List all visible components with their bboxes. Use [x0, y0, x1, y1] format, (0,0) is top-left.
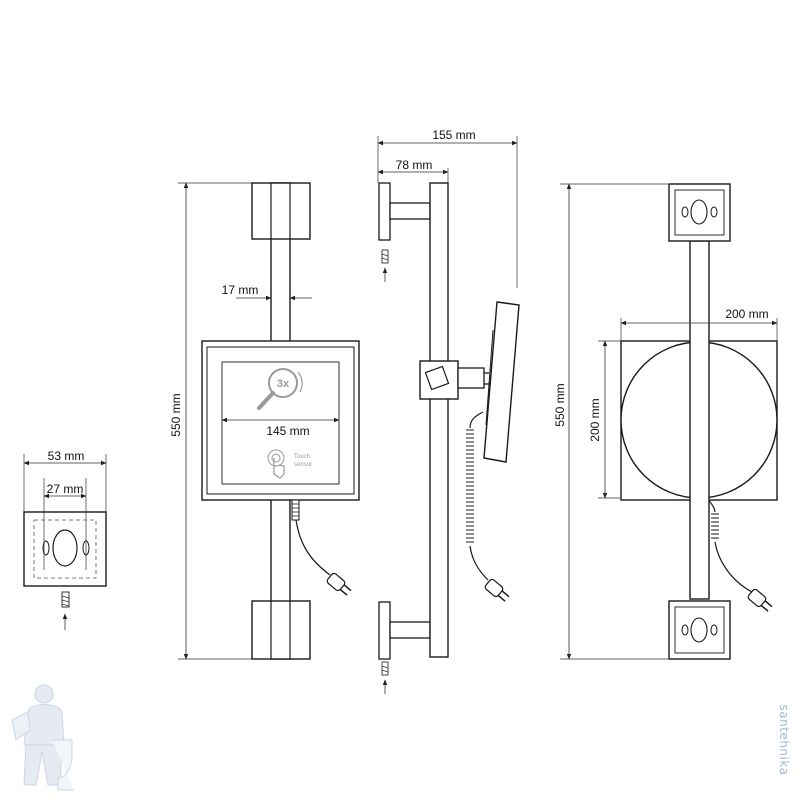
- dim-back-height: 550 mm: [553, 383, 567, 426]
- side-bottom-standoff: [389, 621, 431, 639]
- side-rail: [429, 182, 449, 658]
- mirror-inner-frame: [206, 346, 355, 495]
- bracket-screw-hole-left: [42, 540, 50, 556]
- dim-depth-total: 155 mm: [432, 128, 475, 142]
- front-top-bracket: [251, 182, 311, 240]
- side-slider-knob: [424, 365, 450, 391]
- side-top-standoff: [389, 202, 431, 220]
- dim-mirror-width: 145 mm: [266, 424, 309, 438]
- plumber-logo-icon: [11, 684, 74, 791]
- front-view: 550 mm 17 mm 3x 145 mm: [169, 182, 360, 660]
- back-rail: [689, 240, 710, 600]
- side-plug-icon: [484, 578, 510, 602]
- front-power-cable: [291, 499, 331, 576]
- back-view: 550 mm 200 mm 200 mm: [553, 183, 778, 660]
- screw-icon: [61, 591, 70, 608]
- side-mirror-body: [483, 301, 520, 463]
- side-bottom-screw-icon: [381, 661, 389, 676]
- magnification-label: 3x: [277, 378, 290, 390]
- dim-front-height: 550 mm: [169, 393, 183, 436]
- side-top-screw-icon: [381, 249, 389, 264]
- dim-depth-rail: 78 mm: [396, 158, 433, 172]
- back-power-cable: [708, 499, 753, 593]
- touch-sensor-icon: [267, 449, 285, 479]
- touch-sensor-label-1: Touch: [294, 454, 310, 460]
- mirror-glass: [221, 361, 340, 485]
- bracket-center-hole: [52, 529, 78, 567]
- back-top-bracket: [668, 183, 731, 242]
- side-coiled-cord: [466, 411, 489, 581]
- dim-back-plate-width: 200 mm: [725, 307, 768, 321]
- side-view: 155 mm 78 mm: [377, 128, 520, 694]
- mirror-outer-frame: [201, 340, 360, 501]
- watermark-text: santehnika: [777, 705, 791, 776]
- back-plug-icon: [747, 588, 773, 612]
- front-bottom-bracket: [251, 600, 311, 660]
- side-top-wall-plate: [378, 182, 391, 241]
- dim-back-plate-height: 200 mm: [588, 398, 602, 441]
- side-arm: [457, 367, 485, 389]
- dim-rail-width: 17 mm: [222, 283, 259, 297]
- bracket-inner-outline: [33, 519, 97, 579]
- dim-bracket-width: 53 mm: [48, 449, 85, 463]
- side-bottom-wall-plate: [378, 601, 391, 660]
- plug-icon: [326, 572, 352, 596]
- dim-hole-spacing: 27 mm: [47, 482, 84, 496]
- magnifier-icon: 3x: [257, 368, 298, 410]
- bracket-plate: [23, 511, 107, 587]
- touch-sensor-label-2: sensor: [294, 462, 312, 468]
- bracket-detail-view: 53 mm 27 mm: [23, 449, 107, 630]
- back-bottom-bracket: [668, 600, 731, 660]
